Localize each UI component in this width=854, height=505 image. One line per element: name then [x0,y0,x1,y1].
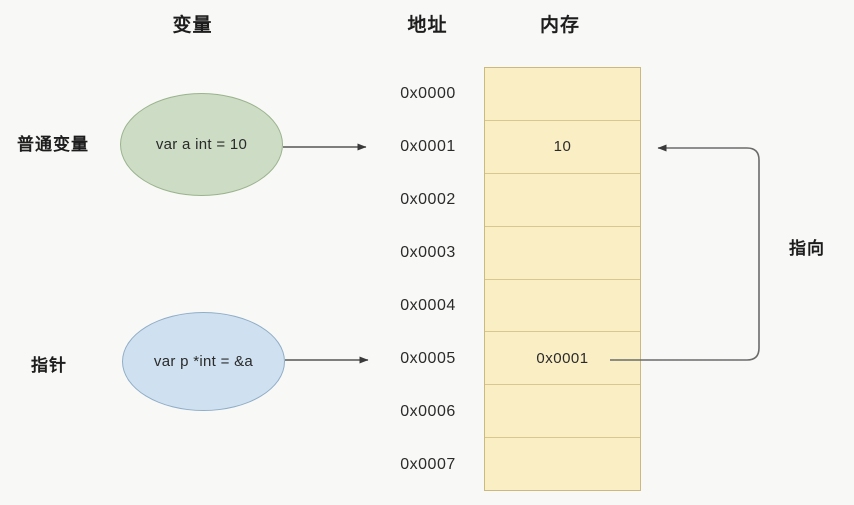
address-cell: 0x0002 [400,190,456,208]
column-header-address: 地址 [407,15,448,36]
column-header-memory: 内存 [539,15,580,36]
variable-declaration-text: var a int = 10 [155,136,248,153]
column-header-variable: 变量 [172,15,213,36]
address-cell: 0x0007 [400,455,456,473]
memory-cell [485,68,640,121]
memory-cell: 10 [485,121,640,174]
address-cell: 0x0004 [400,296,456,314]
memory-column: 10 0x0001 [484,67,641,491]
points-to-label: 指向 [789,239,825,258]
pointer-declaration-node: var p *int = &a [122,312,285,411]
address-column: 0x0000 0x0001 0x0002 0x0003 0x0004 0x000… [378,67,478,491]
memory-cell [485,227,640,280]
pointer-declaration-text: var p *int = &a [153,353,254,370]
row-label-pointer: 指针 [31,356,67,375]
address-cell: 0x0005 [400,349,456,367]
row-label-plain-variable: 普通变量 [17,135,89,154]
address-cell: 0x0006 [400,402,456,420]
memory-cell [485,438,640,490]
address-cell: 0x0000 [400,84,456,102]
memory-cell [485,280,640,333]
address-cell: 0x0003 [400,243,456,261]
memory-cell [485,385,640,439]
address-cell: 0x0001 [400,137,456,155]
variable-declaration-node: var a int = 10 [120,93,283,196]
memory-cell: 0x0001 [485,332,640,386]
memory-cell [485,174,640,227]
